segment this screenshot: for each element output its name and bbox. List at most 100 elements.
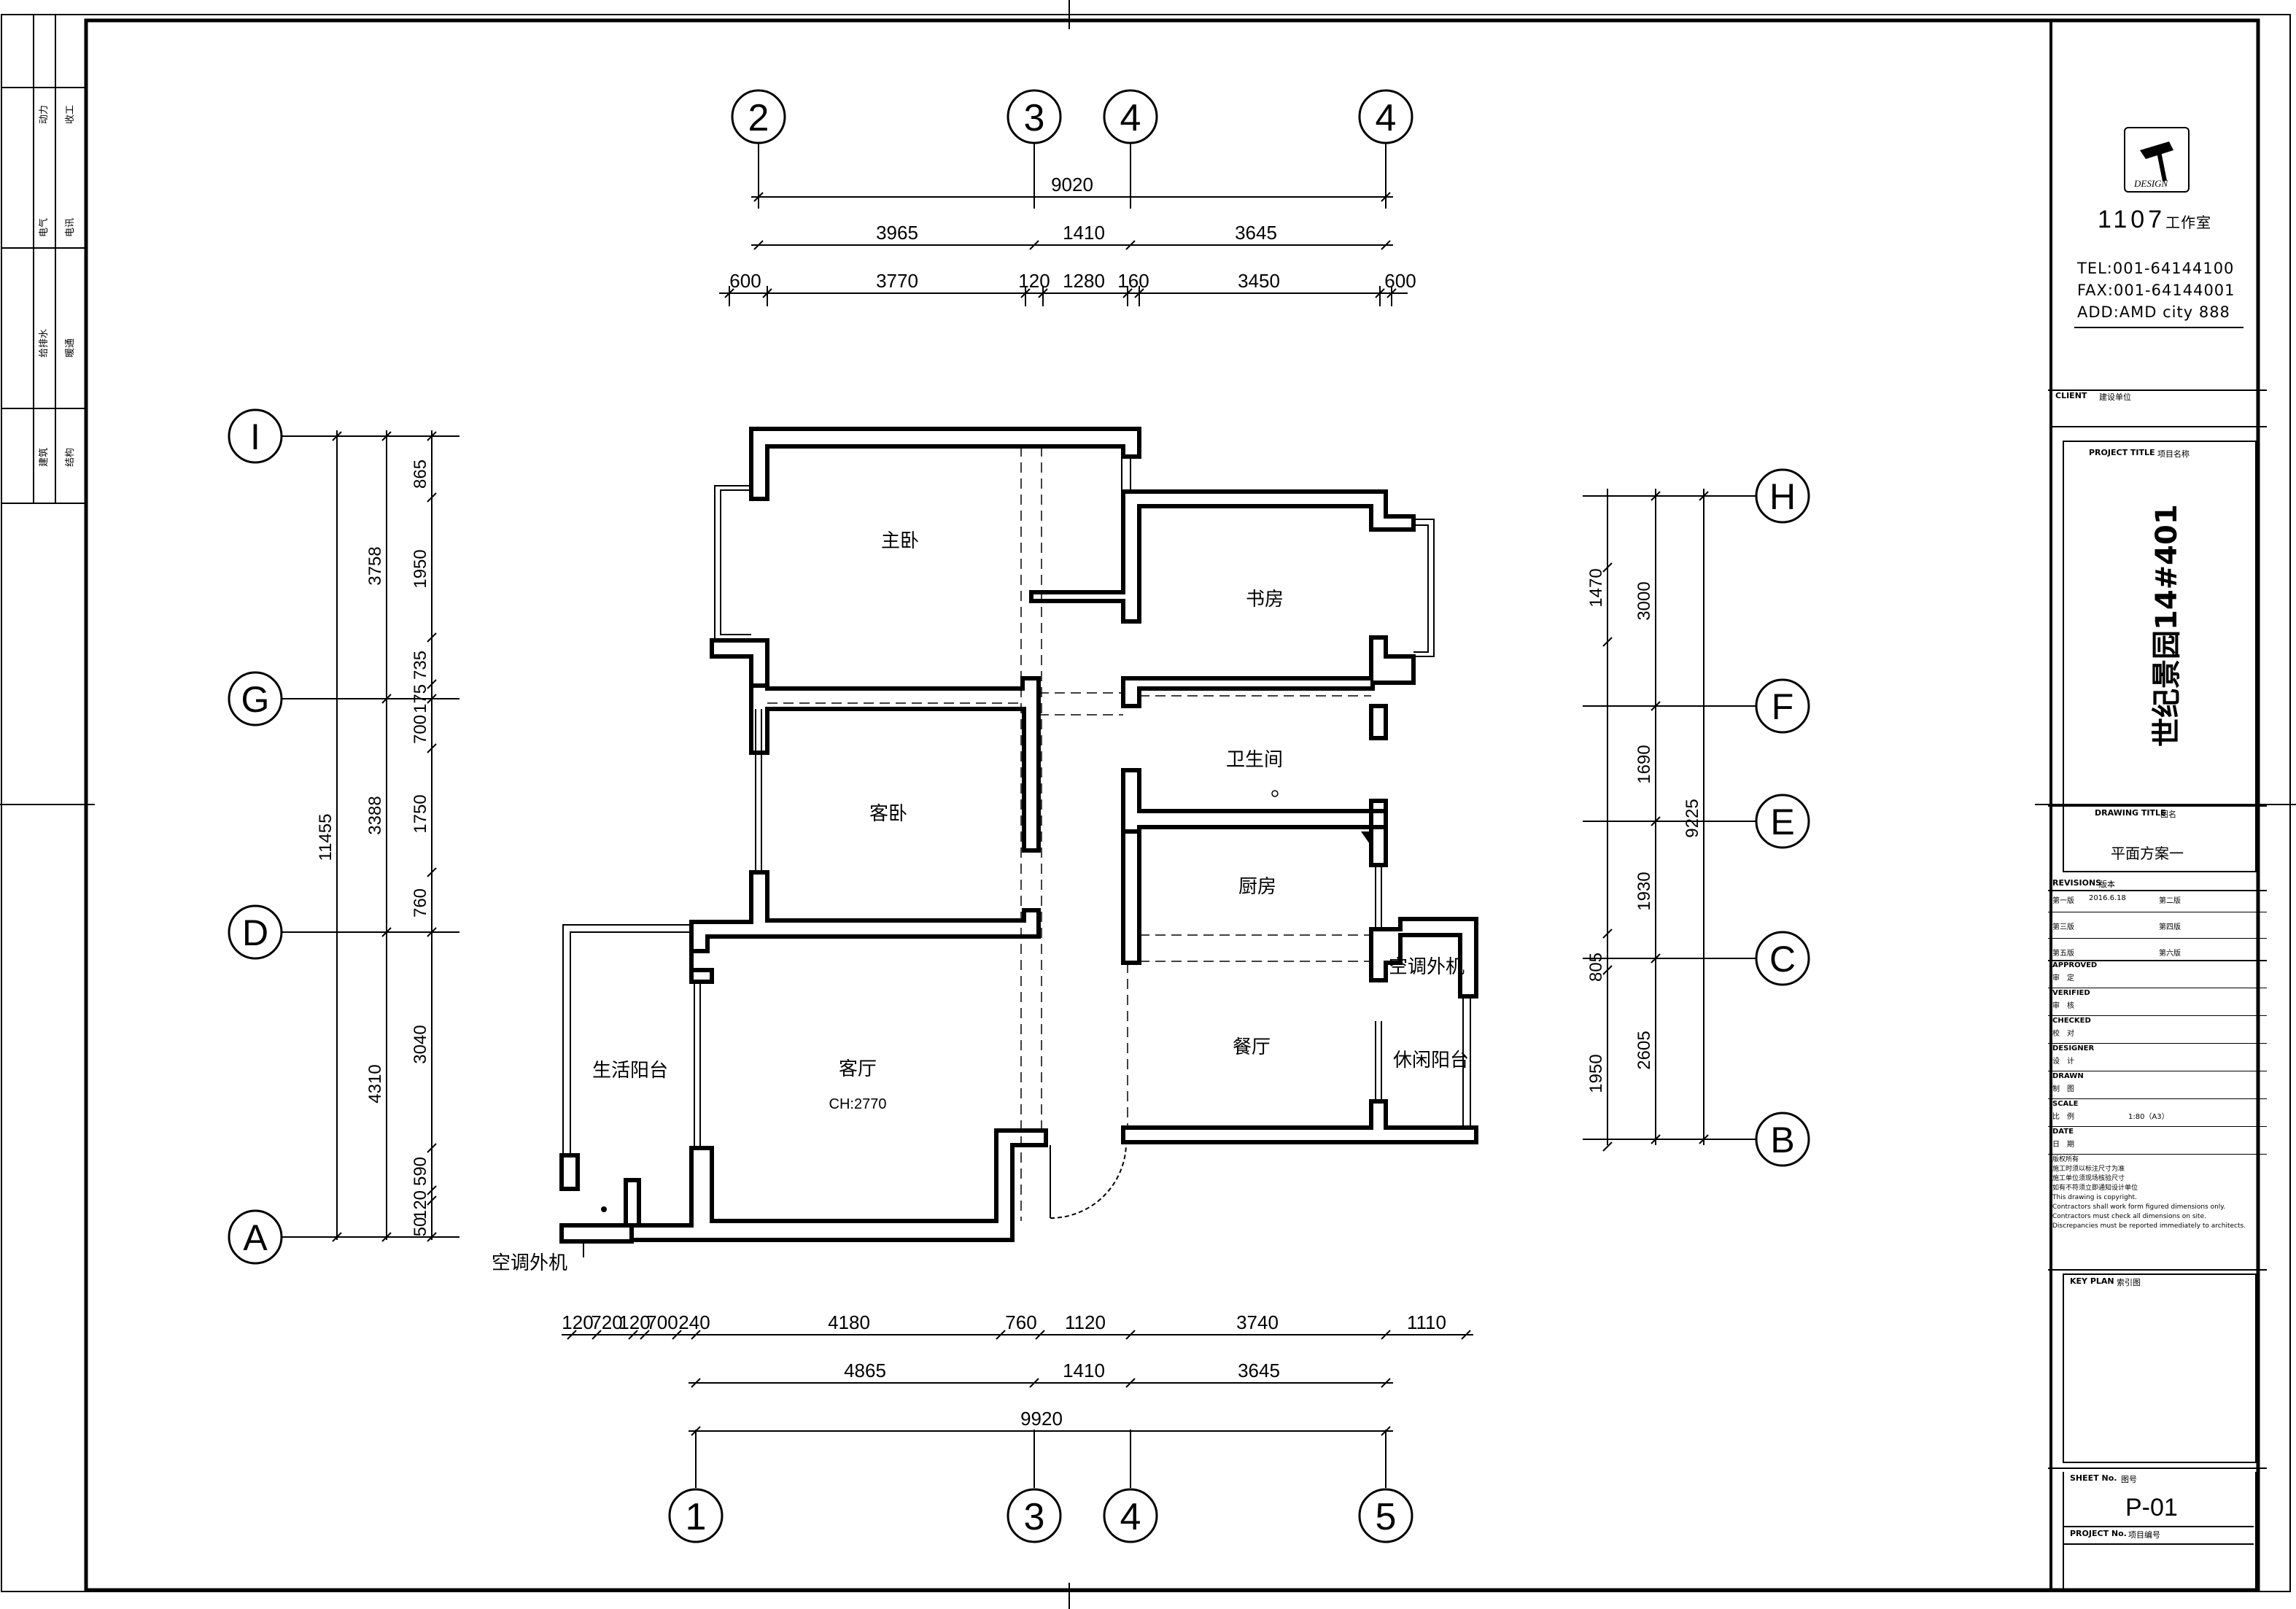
room-label-study: 书房	[1246, 589, 1284, 610]
dim-label: 1410	[1063, 1360, 1105, 1381]
dim-label: 1280	[1063, 270, 1105, 292]
approved-label: APPROVED	[2052, 961, 2098, 969]
dim-label: 9225	[1683, 799, 1702, 837]
room-label-kitchen: 厨房	[1238, 876, 1276, 898]
designer-label: DESIGNER	[2052, 1044, 2095, 1052]
dim-label: 3645	[1238, 1360, 1280, 1381]
checked-cn: 校 对	[2052, 1030, 2074, 1038]
scale-cn: 比 例	[2052, 1113, 2074, 1121]
axis-label: H	[1769, 476, 1796, 517]
studio-fax: FAX:001-64144001	[2077, 282, 2235, 299]
dim-label: 9920	[1020, 1408, 1063, 1430]
drawn-label: DRAWN	[2052, 1072, 2084, 1080]
revision-6: 第六版	[2159, 950, 2181, 958]
dim-label: 760	[411, 888, 430, 918]
dim-label: 120	[562, 1311, 593, 1333]
note-line: This drawing is copyright.	[2052, 1194, 2137, 1201]
dimension-labels-left: 11455 3758 3388 4310 865 1950 735 175 70…	[316, 460, 430, 1236]
sheet-no-cn: 图号	[2121, 1475, 2137, 1484]
axis-label: 3	[1024, 1496, 1045, 1538]
sheet-no: P-01	[2125, 1494, 2178, 1521]
dimension-labels-bottom: 120 720 120 700 240 4180 760 1120 3740 1…	[562, 1311, 1446, 1430]
dim-label: 9020	[1051, 174, 1093, 195]
axis-bubble	[1755, 468, 1810, 524]
title-block: DESIGN 1107工作室 TEL:001-64144100 FAX:001-…	[2048, 18, 2267, 1590]
dim-label: 590	[411, 1157, 430, 1186]
axis-bubbles-bottom: 1 3 4 5	[668, 1430, 1413, 1543]
room-label-ac-unit-right: 空调外机	[1389, 956, 1465, 978]
project-name: 世纪景园14#401	[2150, 504, 2184, 747]
dim-label: 120	[1018, 270, 1050, 292]
axis-bubble	[1755, 678, 1810, 734]
room-label-dining-room: 餐厅	[1233, 1036, 1271, 1058]
axis-bubble	[228, 408, 283, 464]
axis-bubble	[731, 89, 786, 144]
drawing-title-label-cn: 图名	[2160, 810, 2176, 819]
axis-bubble	[1103, 1488, 1158, 1543]
scale-value: 1:80（A3）	[2128, 1113, 2169, 1121]
strip-label: 暖通	[65, 338, 76, 357]
axis-bubble	[1358, 1488, 1413, 1543]
revision-3: 第三版	[2052, 923, 2074, 931]
axis-bubble	[228, 671, 283, 726]
duct-marker	[1361, 831, 1371, 846]
note-line: Contractors shall work form figured dime…	[2052, 1203, 2226, 1211]
strip-label: 建筑	[38, 448, 50, 467]
revisions-label: REVISIONS	[2052, 878, 2102, 888]
dim-label: 120	[411, 1190, 430, 1220]
axis-bubble	[228, 1209, 283, 1265]
axis-bubble	[1007, 89, 1062, 144]
date-label: DATE	[2052, 1128, 2074, 1136]
strip-label: 结构	[65, 448, 76, 467]
dim-label: 3758	[365, 546, 385, 585]
axis-bubbles-left: I G D A	[228, 408, 459, 1265]
dim-label: 50	[411, 1217, 430, 1237]
room-label-master-bedroom: 主卧	[881, 530, 919, 552]
key-plan-label: KEY PLAN	[2070, 1276, 2114, 1286]
dim-label: 1950	[411, 549, 430, 588]
dim-label: 1110	[1407, 1311, 1446, 1333]
dim-label: 1930	[1634, 872, 1654, 910]
axis-label: 4	[1376, 97, 1397, 139]
dimension-labels-top: 9020 3965 1410 3645 600 3770 120 1280 16…	[729, 174, 1416, 292]
axis-bubble	[668, 1488, 724, 1543]
dim-label: 240	[678, 1311, 710, 1333]
dim-label: 11455	[316, 814, 336, 861]
note-line: 施工时须以标注尺寸为准	[2052, 1166, 2125, 1173]
dim-label: 3770	[876, 270, 918, 292]
verified-cn: 审 核	[2052, 1002, 2074, 1010]
room-label-leisure-balcony: 休闲阳台	[1393, 1050, 1469, 1071]
dim-label: 1690	[1634, 745, 1654, 783]
strip-label: 电气	[38, 218, 50, 237]
dim-label: 700	[646, 1311, 678, 1333]
dim-label: 805	[1586, 953, 1606, 982]
axis-label: B	[1770, 1120, 1794, 1160]
revision-1: 第一版	[2052, 897, 2074, 905]
dim-label: 1470	[1586, 568, 1606, 607]
dim-label: 120	[618, 1311, 650, 1333]
axis-bubble	[1358, 89, 1413, 144]
axis-label: G	[241, 679, 270, 720]
outer-border	[1, 14, 2291, 1592]
strip-label: 给排水	[39, 329, 50, 357]
room-label-ac-unit-bottom: 空调外机	[492, 1252, 567, 1274]
dim-label: 1750	[411, 794, 430, 833]
room-label-bathroom: 卫生间	[1226, 749, 1283, 771]
dim-label: 4310	[365, 1064, 385, 1103]
axis-label: 5	[1376, 1496, 1397, 1538]
studio-suffix: 工作室	[2165, 214, 2212, 231]
dim-label: 600	[729, 270, 761, 292]
date-cn: 日 期	[2052, 1141, 2074, 1149]
revision-4: 第四版	[2159, 923, 2181, 931]
axis-bubble	[1007, 1488, 1062, 1543]
axis-label: I	[250, 416, 260, 457]
dim-label: 600	[1384, 270, 1416, 292]
approved-cn: 审 定	[2052, 974, 2074, 982]
room-label-living-room: 客厅	[839, 1058, 877, 1080]
axis-label: D	[242, 912, 268, 953]
dim-label: 1950	[1586, 1054, 1606, 1093]
verified-label: VERIFIED	[2052, 989, 2090, 997]
revision-1-date: 2016.6.18	[2089, 894, 2126, 902]
note-line: Discrepancies must be reported immediate…	[2052, 1222, 2246, 1230]
